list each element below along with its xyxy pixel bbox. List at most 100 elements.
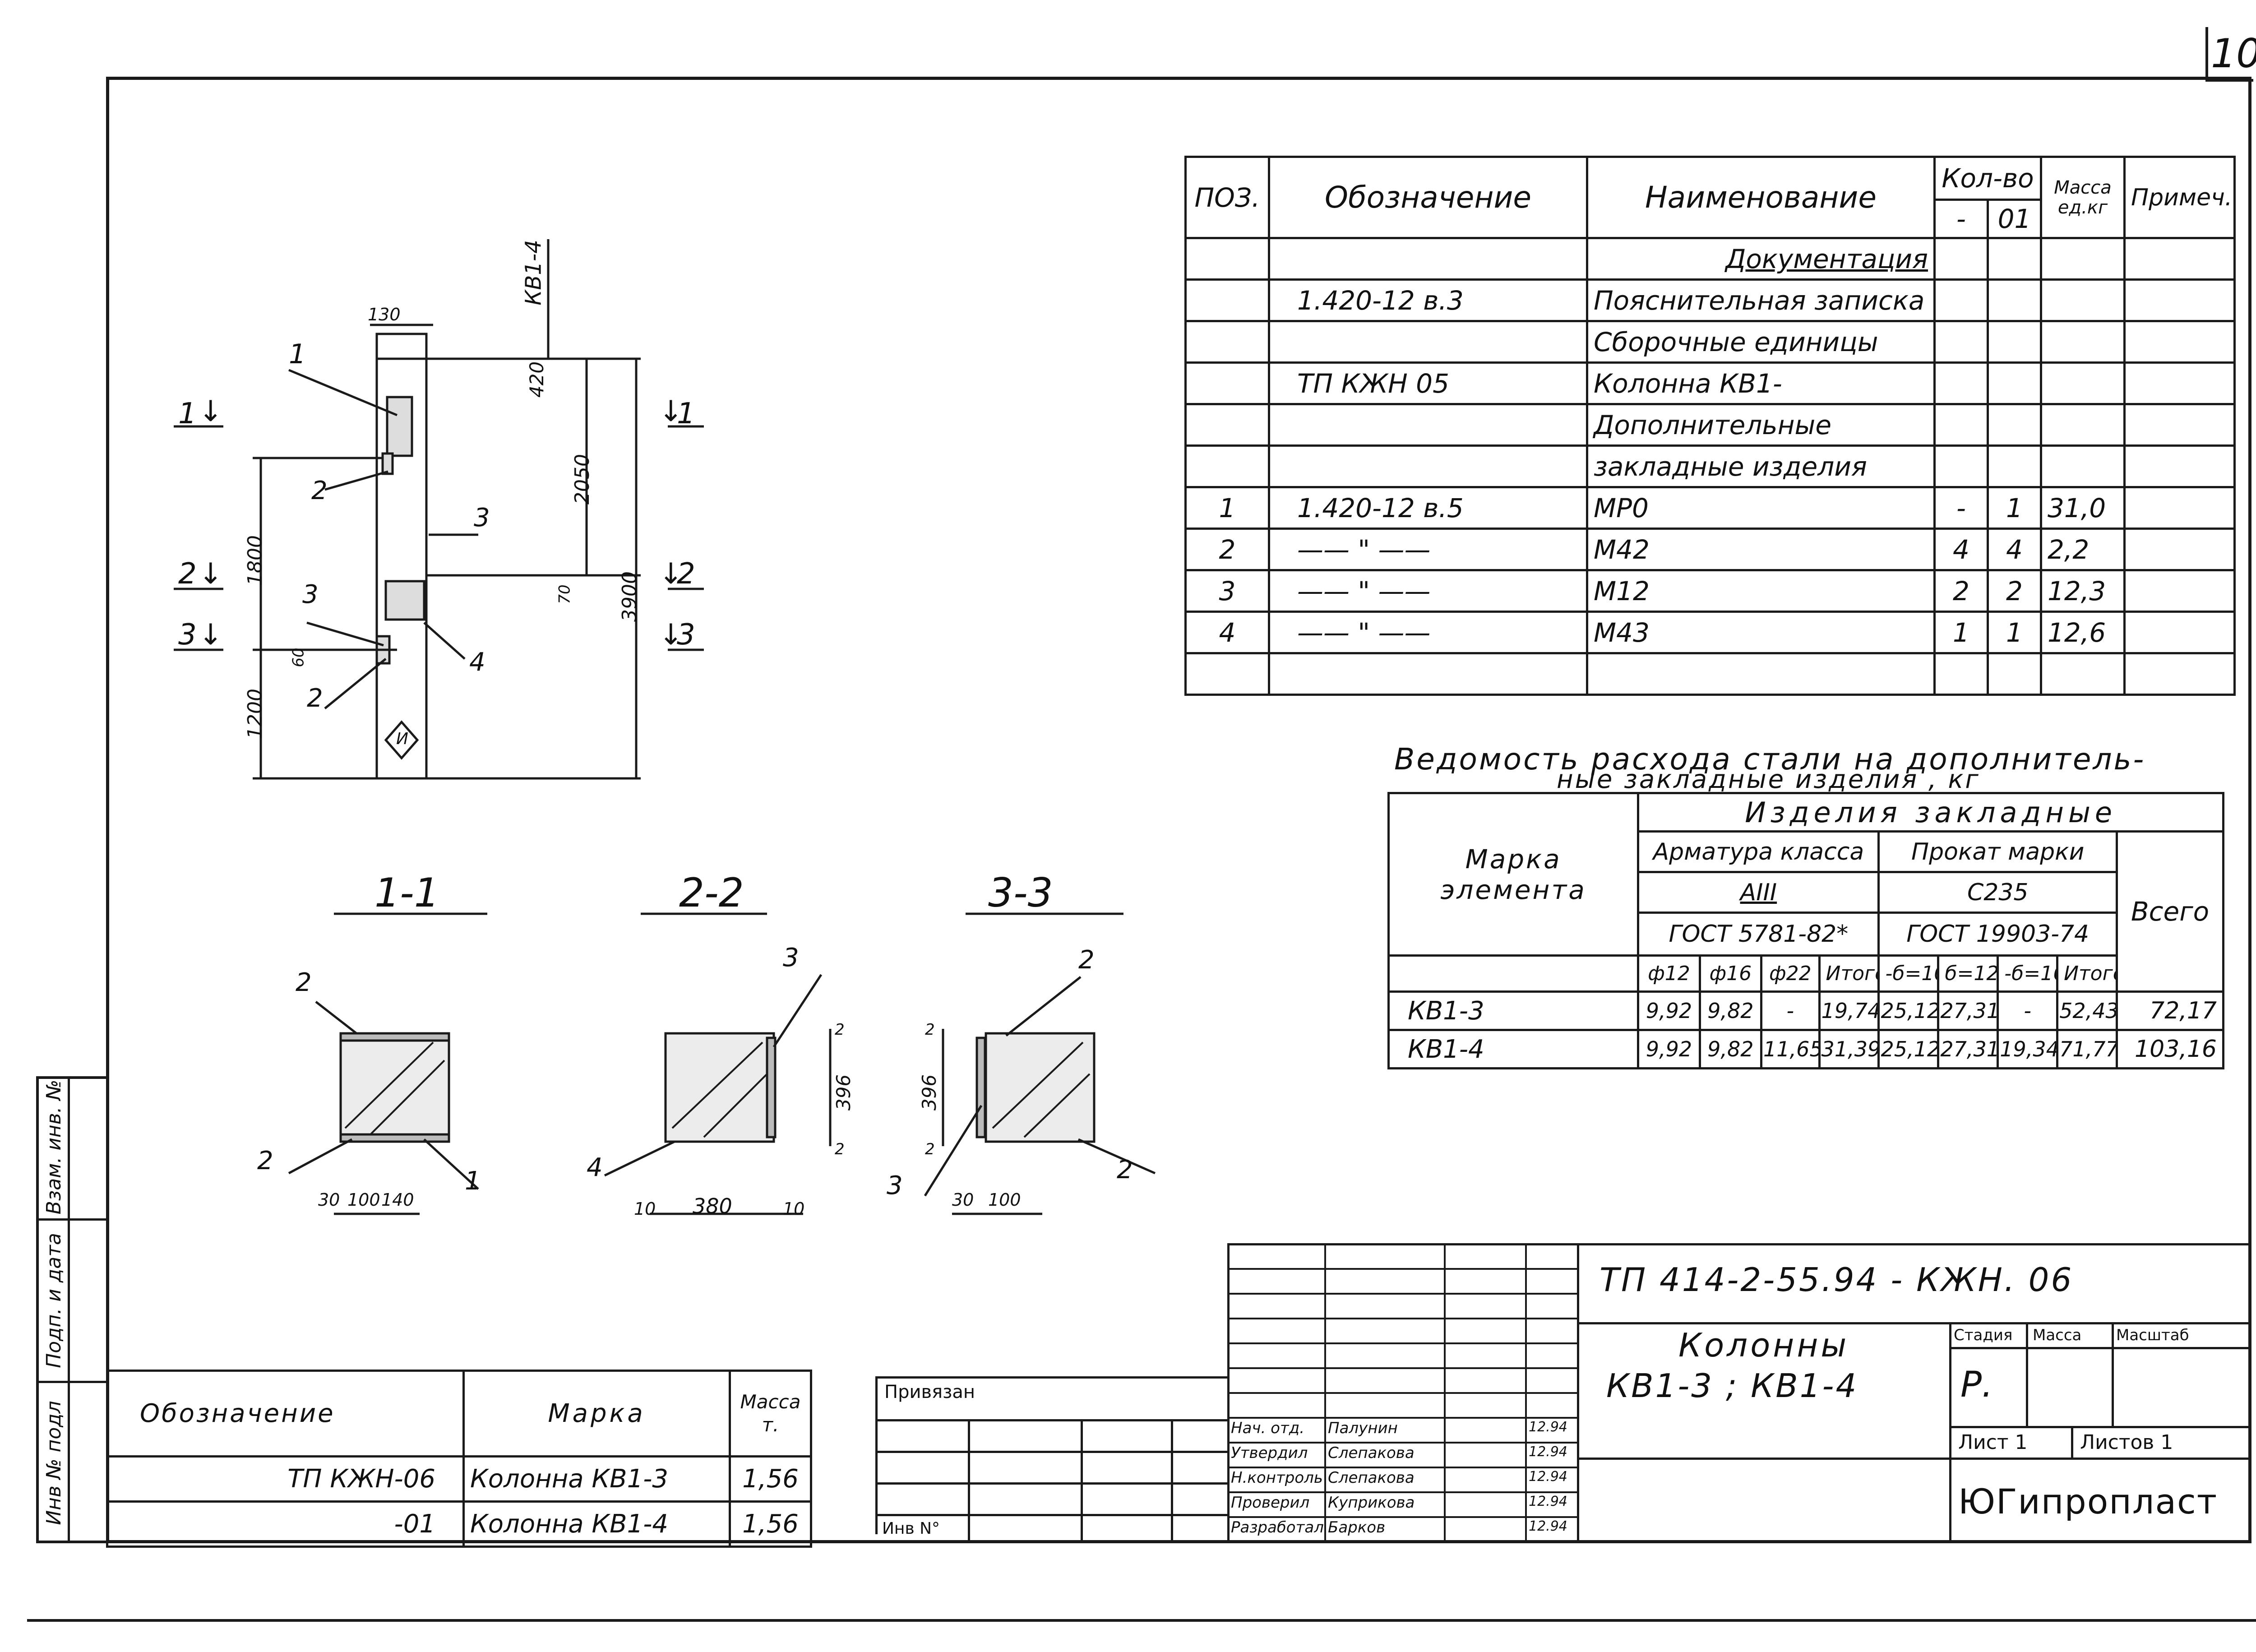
spec-h-pos: ПОЗ. bbox=[1184, 156, 1270, 239]
steel-subcol: -б=16 bbox=[1997, 954, 2059, 993]
label-kb1-4: КВ1-4 bbox=[521, 240, 546, 305]
steel-subcol: Итого bbox=[1818, 954, 1880, 993]
steel-rolled-gost: ГОСТ 19903-74 bbox=[1877, 912, 2118, 957]
spec-cell-note bbox=[2123, 569, 2236, 613]
cut-2-left-label: 2 bbox=[178, 557, 197, 591]
spec-cell-q2: 2 bbox=[1987, 569, 2042, 613]
sec1-title: 1-1 bbox=[374, 870, 439, 916]
spec-cell-q2 bbox=[1987, 237, 2042, 281]
sec2-callout-4: 4 bbox=[587, 1153, 603, 1182]
sig-date: 12.94 bbox=[1529, 1419, 1567, 1435]
spec-cell-name: Документация bbox=[1586, 237, 1936, 281]
steel-sub-blank bbox=[1387, 954, 1640, 993]
spec-cell-pos bbox=[1184, 237, 1270, 281]
steel-rebar-class: Арматура класса bbox=[1637, 830, 1880, 873]
sheet-number: 10 bbox=[2211, 30, 2256, 77]
sec2-callout-3: 3 bbox=[783, 943, 799, 972]
spec-cell-q2: 4 bbox=[1987, 528, 2042, 571]
sig-name: Куприкова bbox=[1328, 1494, 1415, 1512]
spec-cell-name: Колонна КВ1- bbox=[1586, 361, 1936, 405]
cut-arrows-3: ↓ bbox=[199, 618, 223, 652]
steel-row-mark: КВ1-3 bbox=[1387, 990, 1640, 1031]
steel-subcol: ф22 bbox=[1760, 954, 1821, 993]
tb-col-scale bbox=[2112, 1322, 2114, 1426]
sig-date: 12.94 bbox=[1529, 1444, 1567, 1460]
binding-row-3 bbox=[875, 1482, 1227, 1485]
spec-h-note: Примеч. bbox=[2123, 156, 2236, 239]
sheet-number-box bbox=[2205, 27, 2253, 82]
cut-arrows-r1: ↓ bbox=[659, 395, 683, 428]
outer-frame bbox=[106, 77, 2251, 1543]
spec-cell-designation bbox=[1268, 237, 1588, 281]
spec-cell-designation bbox=[1268, 403, 1588, 447]
callout-3b: 3 bbox=[302, 580, 319, 609]
spec-cell-pos: 3 bbox=[1184, 569, 1270, 613]
spec-cell-mass: 2,2 bbox=[2040, 528, 2126, 571]
tb-mass-h: Масса bbox=[2033, 1326, 2082, 1344]
spec-cell-q2: 1 bbox=[1987, 611, 2042, 654]
tb-sheets: Листов 1 bbox=[2080, 1431, 2173, 1454]
bottom-trim-line bbox=[27, 1619, 2256, 1622]
dim-70: 70 bbox=[555, 584, 574, 604]
list-h-mass: Масса т. bbox=[729, 1370, 812, 1458]
sig-date: 12.94 bbox=[1529, 1494, 1567, 1509]
spec-cell-pos bbox=[1184, 444, 1270, 488]
sig-name: Слепакова bbox=[1328, 1444, 1415, 1462]
cut-arrows-r2: ↓ bbox=[659, 557, 683, 591]
binding-inv-no: Инв N° bbox=[882, 1519, 940, 1538]
sec2-dim-10b: 10 bbox=[783, 1199, 805, 1219]
tb-scale-h: Масштаб bbox=[2116, 1326, 2189, 1344]
steel-row-total: 72,17 bbox=[2116, 990, 2224, 1031]
sig-role: Н.контроль bbox=[1231, 1469, 1323, 1487]
sig-role: Утвердил bbox=[1231, 1444, 1308, 1462]
cut-arrows-r3: ↓ bbox=[659, 618, 683, 652]
spec-cell-designation bbox=[1268, 444, 1588, 488]
spec-cell-mass bbox=[2040, 320, 2126, 364]
cut-1-left-label: 1 bbox=[178, 397, 197, 430]
spec-h-qty2: 01 bbox=[1987, 199, 2042, 239]
sec3-dim-2b: 2 bbox=[925, 1140, 935, 1158]
sig-grid-hline bbox=[1227, 1318, 1577, 1319]
sig-role: Проверил bbox=[1231, 1494, 1310, 1512]
spec-cell-q1 bbox=[1933, 320, 1989, 364]
dim-130: 130 bbox=[368, 305, 401, 324]
steel-row-val: 27,31 bbox=[1937, 1029, 1999, 1069]
steel-subcol: ф16 bbox=[1698, 954, 1763, 993]
spec-cell-q2 bbox=[1987, 361, 2042, 405]
steel-rebar-grade: AIII bbox=[1637, 871, 1880, 914]
spec-cell-mass bbox=[2040, 652, 2126, 696]
steel-row-val: 19,34 bbox=[1997, 1029, 2059, 1069]
sig-grid-hline bbox=[1227, 1367, 1577, 1369]
spec-cell-note bbox=[2123, 403, 2236, 447]
callout-4: 4 bbox=[469, 648, 485, 677]
spec-cell-pos bbox=[1184, 320, 1270, 364]
steel-rolled-grade: С235 bbox=[1877, 871, 2118, 914]
binding-row-4 bbox=[875, 1514, 1227, 1516]
side-stamp-col bbox=[68, 1076, 70, 1543]
steel-row-val: 25,12 bbox=[1877, 1029, 1940, 1069]
spec-cell-q2 bbox=[1987, 444, 2042, 488]
steel-row-val: 9,92 bbox=[1637, 990, 1701, 1031]
spec-cell-name: МР0 bbox=[1586, 486, 1936, 530]
tb-stage-row2 bbox=[1949, 1426, 2251, 1428]
sec1-dim-140: 140 bbox=[381, 1190, 414, 1210]
steel-table: Марка элемента Изделия закладные Арматур… bbox=[1387, 792, 2224, 1069]
spec-h-mass: Масса ед.кг bbox=[2040, 156, 2126, 239]
spec-cell-designation: —— " —— bbox=[1268, 528, 1588, 571]
steel-row-total: 103,16 bbox=[2116, 1029, 2224, 1069]
tb-object-1: Колонны bbox=[1678, 1326, 1849, 1364]
side-stamp bbox=[36, 1076, 106, 1543]
spec-row bbox=[1184, 652, 2236, 696]
spec-cell-designation: ТП КЖН 05 bbox=[1268, 361, 1588, 405]
sec3-title: 3-3 bbox=[988, 870, 1053, 916]
steel-subcol: б=12 bbox=[1937, 954, 1999, 993]
steel-row-val: 25,12 bbox=[1877, 990, 1940, 1031]
tb-divider-h2 bbox=[1577, 1458, 2251, 1460]
steel-title-2: ные закладные изделия , кг bbox=[1557, 765, 1980, 794]
